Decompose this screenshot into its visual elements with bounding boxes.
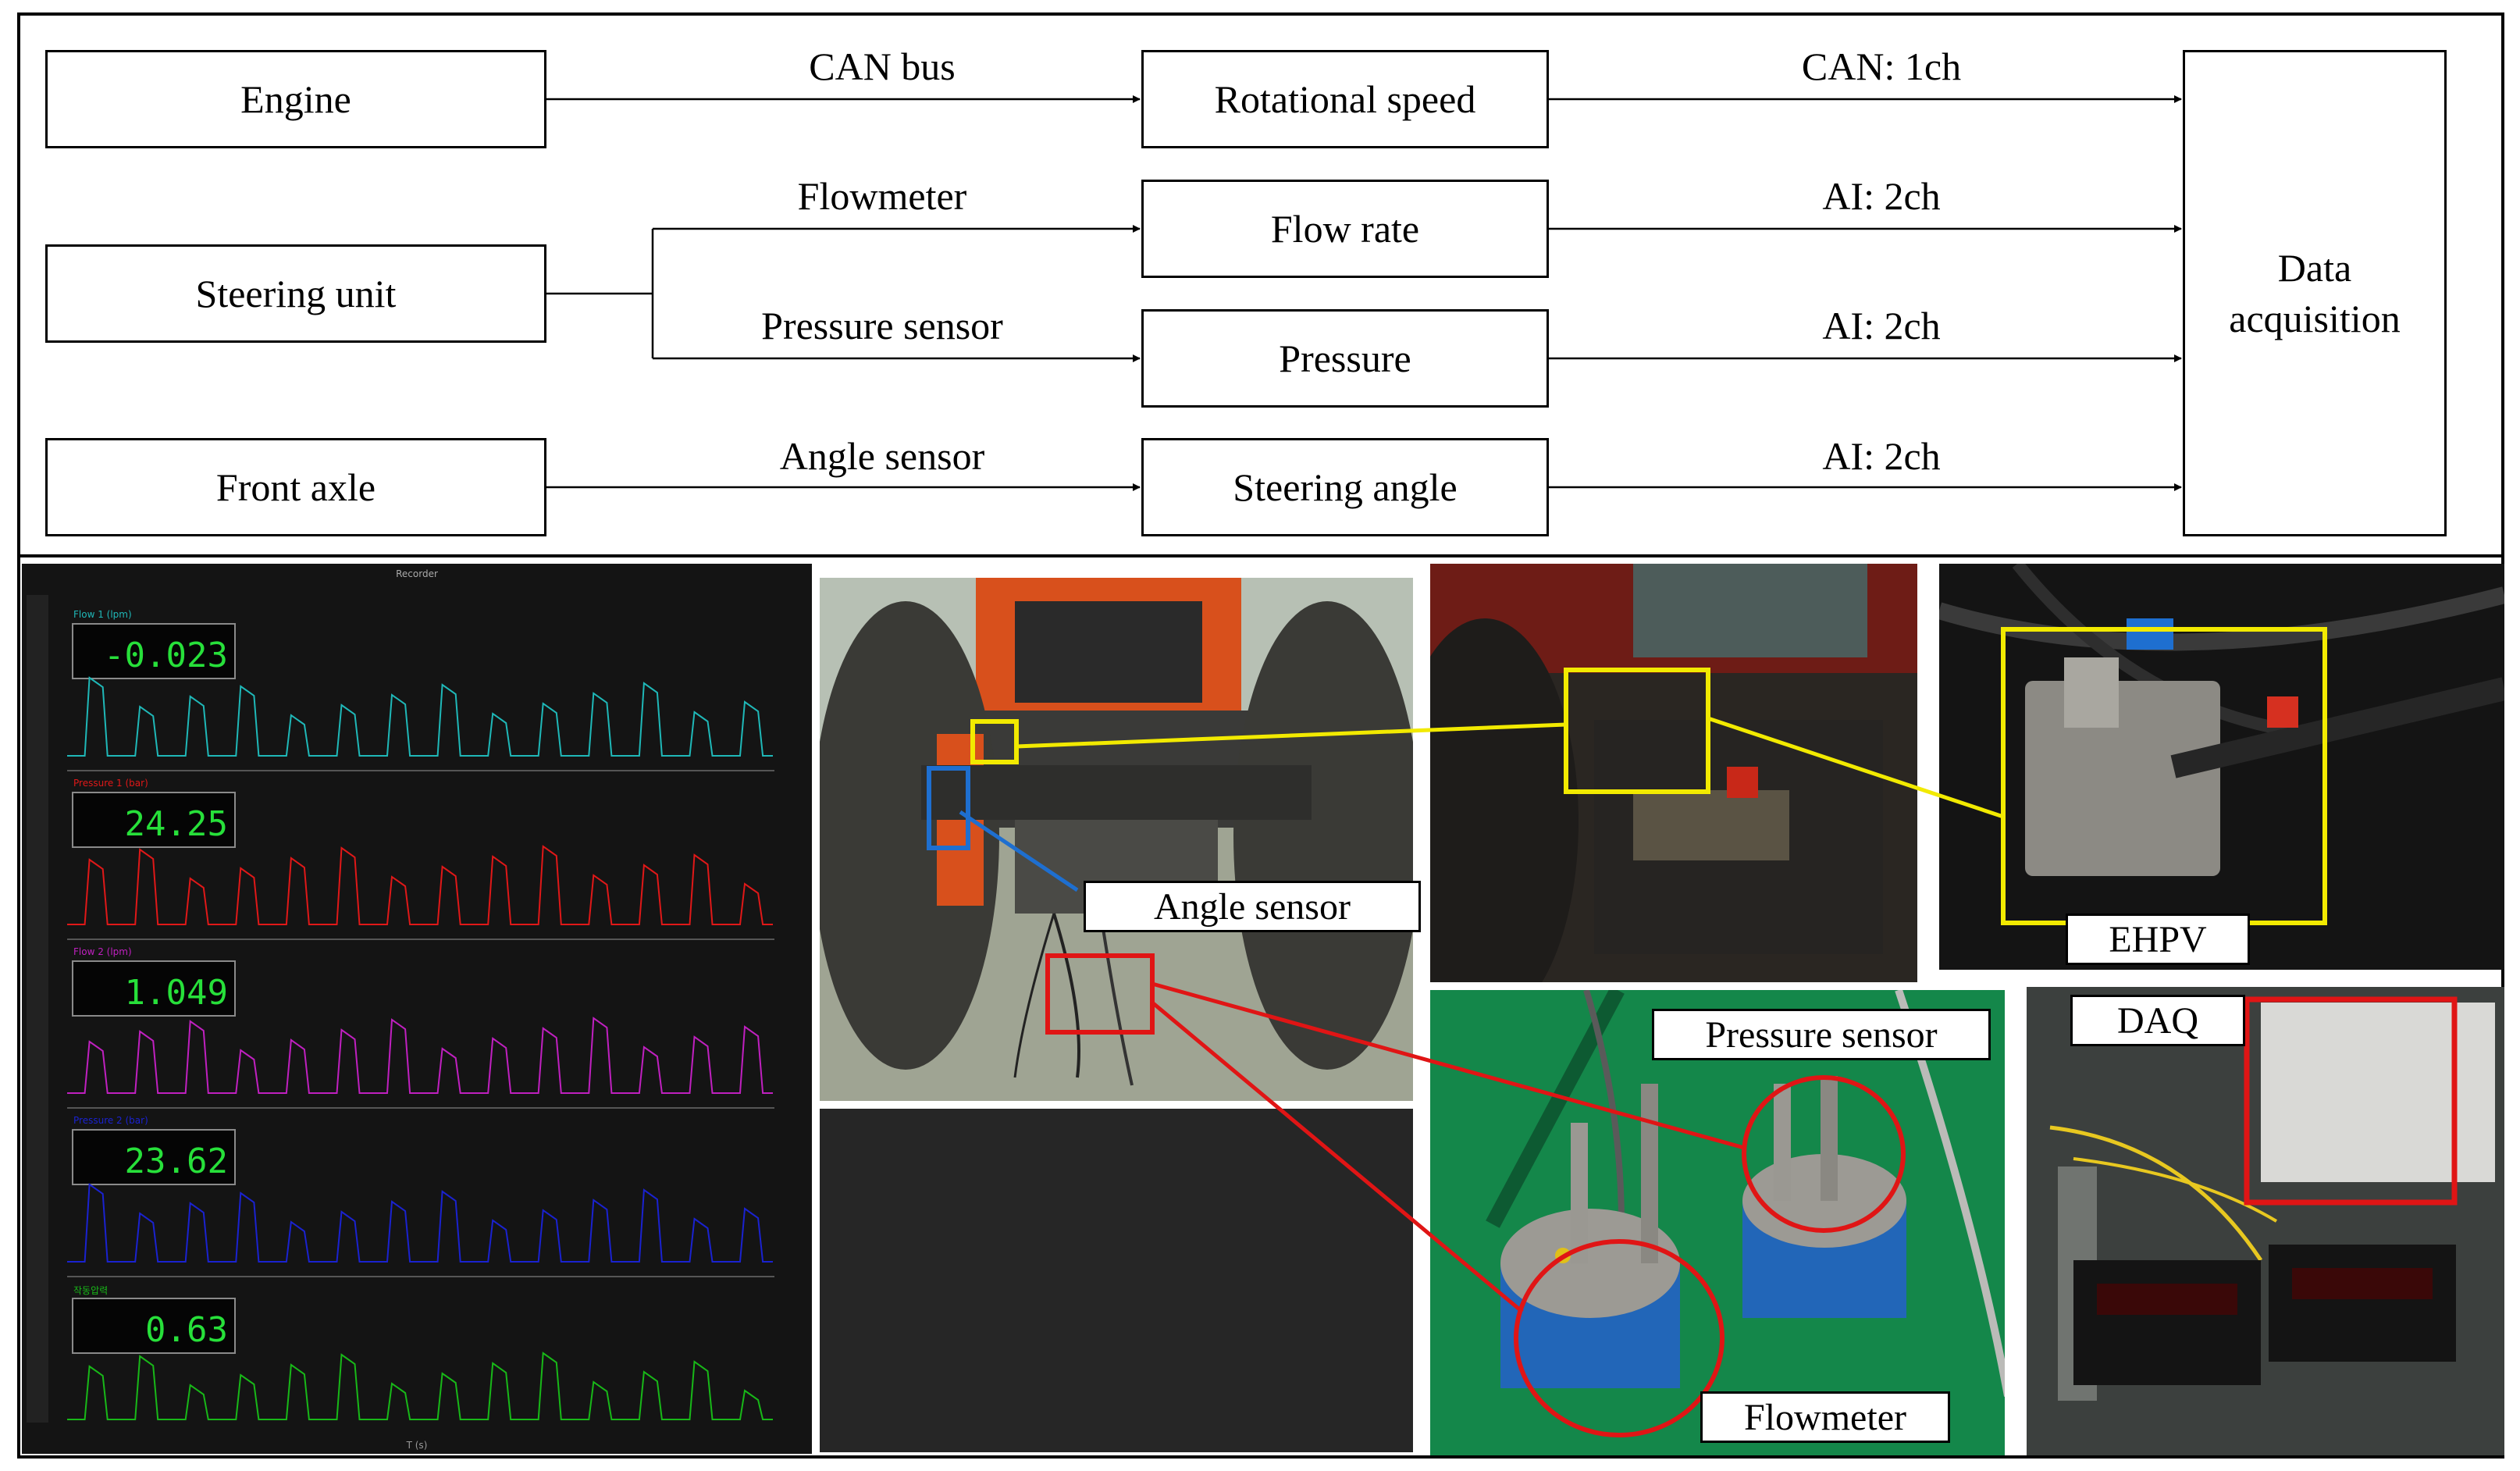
ehpv-highlight-medium [1564, 668, 1710, 794]
pressure-label: Pressure [1279, 336, 1411, 380]
ehpv-location-photo [1430, 564, 1917, 982]
pressure-sensor-leader [1151, 981, 1745, 1150]
channel-name: 작동압력 [73, 1285, 109, 1296]
daq-recorder-screen: Recorder Flow 1 (lpm) -0.023 Pressure 1 … [22, 564, 812, 1454]
channel-row: Flow 1 (lpm) -0.023 [67, 603, 774, 771]
tractor-illustration [820, 578, 1413, 1101]
recorder-title: Recorder [396, 568, 438, 579]
data-acquisition-box: Data acquisition [2183, 50, 2447, 536]
operating-pressure-trace [67, 1352, 773, 1420]
angle-sensor-highlight-blue [927, 766, 970, 850]
trace-line [67, 676, 773, 757]
ehpv-highlight-small [970, 719, 1019, 764]
sensor-label-pressure-sensor: Pressure sensor [761, 304, 1003, 347]
section-divider [17, 554, 2504, 557]
angle-sensor-leader [959, 810, 1079, 892]
channel-row: Pressure 1 (bar) 24.25 [67, 771, 774, 940]
channel-label-ai-pressure: AI: 2ch [1822, 304, 1941, 347]
channel-name: Pressure 1 (bar) [73, 778, 148, 789]
channel-readout: 23.62 [72, 1129, 236, 1185]
ehpv-callout: EHPV [2066, 914, 2250, 965]
front-axle-label: Front axle [215, 465, 376, 509]
flow-rate-label: Flow rate [1270, 206, 1420, 251]
rotational-speed-box: Rotational speed [1141, 50, 1549, 148]
pressure-2-trace [67, 1183, 773, 1263]
channel-label-ai-flow: AI: 2ch [1822, 174, 1941, 218]
flow-2-trace [67, 1017, 773, 1094]
pressure-box: Pressure [1141, 309, 1549, 408]
trace-line [67, 1352, 773, 1420]
steering-unit-box: Steering unit [45, 244, 546, 343]
flowmeter-leader [1151, 1001, 1524, 1313]
trace-line [67, 1183, 773, 1263]
channel-readout: -0.023 [72, 623, 236, 679]
ehpv-highlight-large [2001, 627, 2327, 925]
channel-row: Flow 2 (lpm) 1.049 [67, 940, 774, 1109]
channel-row: 작동압력 0.63 [67, 1277, 774, 1434]
sensor-label-can-bus: CAN bus [809, 45, 956, 88]
pressure-sensor-circle [1742, 1075, 1906, 1233]
pressure-1-trace [67, 845, 773, 925]
data-acquisition-label: Data acquisition [2229, 245, 2401, 340]
channel-row: Pressure 2 (bar) 23.62 [67, 1109, 774, 1277]
connector-lines [546, 95, 2182, 491]
rotational-speed-label: Rotational speed [1214, 77, 1476, 121]
channel-readout: 1.049 [72, 960, 236, 1017]
trace-line [67, 845, 773, 925]
engine-box: Engine [45, 50, 546, 148]
steering-unit-label: Steering unit [195, 271, 397, 315]
angle-sensor-callout: Angle sensor [1084, 881, 1421, 932]
front-axle-box: Front axle [45, 438, 546, 536]
channel-readout: 0.63 [72, 1298, 236, 1354]
steering-angle-label: Steering angle [1233, 465, 1458, 509]
flow-rate-box: Flow rate [1141, 180, 1549, 278]
channel-label-ai-angle: AI: 2ch [1822, 434, 1941, 478]
daq-highlight-red [2244, 996, 2458, 1206]
channel-readout: 24.25 [72, 792, 236, 848]
flow-1-trace [67, 676, 773, 757]
sensor-highlight-red [1045, 953, 1155, 1035]
channel-name: Pressure 2 (bar) [73, 1115, 148, 1126]
engine-label: Engine [240, 77, 351, 121]
ehpv-leader-1 [1016, 722, 1567, 749]
trace-line [67, 1017, 773, 1094]
flowmeter-circle [1514, 1239, 1724, 1437]
steering-angle-box: Steering angle [1141, 438, 1549, 536]
channel-name: Flow 2 (lpm) [73, 946, 132, 957]
daq-callout: DAQ [2070, 995, 2245, 1046]
engine-bay-illustration [1430, 564, 1917, 982]
flowmeter-callout: Flowmeter [1700, 1391, 1950, 1443]
pressure-sensor-callout: Pressure sensor [1652, 1009, 1991, 1060]
channel-name: Flow 1 (lpm) [73, 609, 132, 620]
sensor-label-angle-sensor: Angle sensor [779, 434, 985, 478]
sensor-label-flowmeter: Flowmeter [797, 174, 967, 218]
empty-dark-panel [820, 1109, 1413, 1452]
tractor-front-photo [820, 578, 1413, 1101]
left-toolbar [27, 595, 48, 1423]
ehpv-leader-2 [1707, 716, 2004, 819]
channel-label-can: CAN: 1ch [1801, 45, 1962, 88]
time-axis-label: T (s) [406, 1440, 428, 1451]
